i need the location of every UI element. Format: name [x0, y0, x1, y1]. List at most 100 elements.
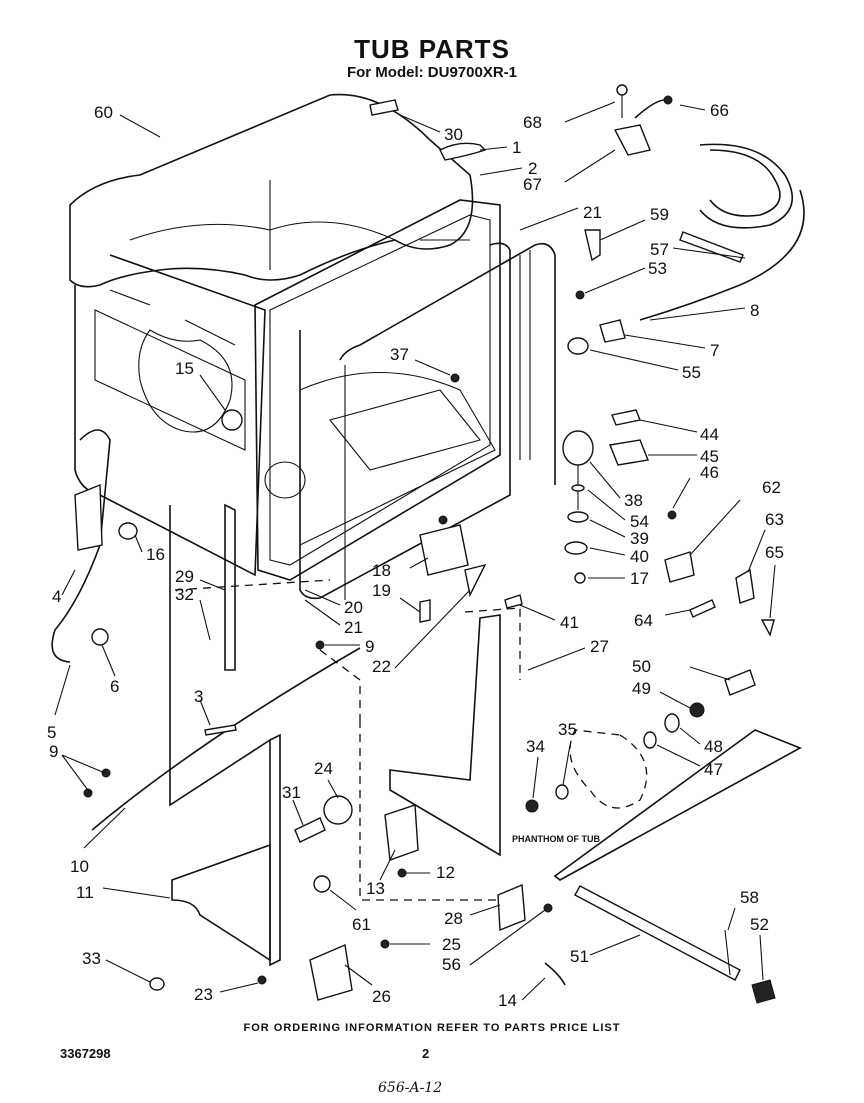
label-44: 44 — [700, 425, 719, 444]
leader-24 — [327, 779, 339, 799]
label-12: 12 — [436, 863, 455, 882]
label-50: 50 — [632, 657, 651, 676]
leader-56 — [469, 909, 546, 966]
leader-2 — [479, 167, 523, 176]
part-55-fitting — [567, 337, 589, 355]
label-6: 6 — [110, 677, 119, 696]
tub-left-side — [74, 254, 266, 577]
leader-8 — [649, 307, 746, 321]
label-59: 59 — [650, 205, 669, 224]
label-30: 30 — [444, 125, 463, 144]
part-3-strip — [204, 724, 237, 736]
leader-15 — [199, 374, 226, 411]
label-58: 58 — [740, 888, 759, 907]
part-17-nut — [574, 572, 586, 584]
part-13-mount — [384, 804, 419, 861]
leader-21-bottom — [304, 599, 341, 626]
hinge-arm — [269, 733, 281, 967]
label-8: 8 — [750, 301, 759, 320]
phantom-tub-base — [553, 729, 802, 881]
part-7-gasket — [599, 319, 626, 343]
part-64-pin — [689, 599, 716, 618]
cable-route — [319, 649, 361, 720]
door-gasket-inner — [339, 242, 556, 485]
leader-4 — [61, 569, 76, 596]
label-4: 4 — [52, 587, 61, 606]
part-47-washer — [643, 731, 657, 749]
leader-65 — [769, 564, 776, 619]
label-51: 51 — [570, 947, 589, 966]
label-56: 56 — [442, 955, 461, 974]
leader-63 — [747, 529, 766, 573]
part-25-screw — [380, 939, 390, 949]
door-gasket-outer — [299, 242, 511, 600]
part-66-wire — [634, 99, 666, 119]
leader-58 — [727, 907, 736, 931]
part-50-fitting — [724, 669, 756, 696]
label-55: 55 — [682, 363, 701, 382]
label-33: 33 — [82, 949, 101, 968]
label-10: 10 — [70, 857, 89, 876]
label-49: 49 — [632, 679, 651, 698]
label-63: 63 — [765, 510, 784, 529]
side-rail — [224, 503, 236, 671]
part-19-screw — [419, 599, 431, 623]
leader-1 — [479, 146, 508, 151]
leader-16 — [134, 534, 143, 553]
label-9-left: 9 — [49, 742, 58, 761]
leader-35 — [562, 744, 571, 786]
leader-33 — [105, 959, 151, 983]
label-53: 53 — [648, 259, 667, 278]
tub-drain-opening — [264, 461, 306, 499]
part-27-bracket — [389, 614, 501, 857]
leader-48 — [679, 727, 701, 745]
label-40: 40 — [630, 547, 649, 566]
label-31: 31 — [282, 783, 301, 802]
part-1-clip — [439, 142, 487, 161]
part-14-clip — [544, 962, 566, 986]
part-35-washer — [555, 784, 569, 800]
phantom-of-tub-label: PHANTHOM OF TUB — [512, 834, 600, 844]
label-2: 2 — [528, 159, 537, 178]
part-23-screw — [257, 975, 267, 985]
part-31-shaft — [294, 817, 326, 843]
leader-18 — [409, 557, 429, 569]
leader-40 — [589, 547, 626, 556]
leader-59 — [599, 219, 646, 241]
label-48: 48 — [704, 737, 723, 756]
part-68-screw — [616, 84, 628, 96]
leader-10 — [83, 807, 126, 849]
part-40-retainer — [564, 541, 588, 555]
label-3: 3 — [194, 687, 203, 706]
part-8-hose-coil — [699, 143, 794, 229]
leader-6 — [101, 644, 116, 677]
tub-floor — [329, 389, 481, 471]
tub-front-frame — [254, 199, 501, 581]
insulation-blanket — [69, 93, 474, 288]
bottom-rail — [574, 885, 776, 1004]
part-63-bracket — [735, 568, 755, 604]
tub-left-panel — [94, 309, 246, 451]
label-23: 23 — [194, 985, 213, 1004]
leader-49 — [659, 691, 691, 709]
part-59-bracket — [584, 229, 601, 262]
label-28: 28 — [444, 909, 463, 928]
label-11: 11 — [76, 883, 94, 902]
leader-51 — [589, 934, 641, 956]
label-14: 14 — [498, 991, 517, 1010]
label-29: 29 — [175, 567, 194, 586]
part-18-stud — [438, 515, 448, 525]
part-46-screw — [667, 510, 677, 520]
tub-left-recess — [138, 329, 233, 433]
part-labels: 60 30 68 66 1 2 67 21 59 57 53 8 7 55 15… — [47, 101, 784, 1010]
label-7: 7 — [710, 341, 719, 360]
part-5-drain-hose — [51, 429, 111, 663]
leader-53 — [584, 267, 646, 294]
label-21-bottom: 21 — [344, 618, 363, 637]
tub-interior — [299, 371, 496, 546]
part-9-screw-c — [315, 640, 325, 650]
label-62: 62 — [762, 478, 781, 497]
part-9-screw-b — [83, 788, 93, 798]
part-26-valve — [309, 944, 353, 1001]
